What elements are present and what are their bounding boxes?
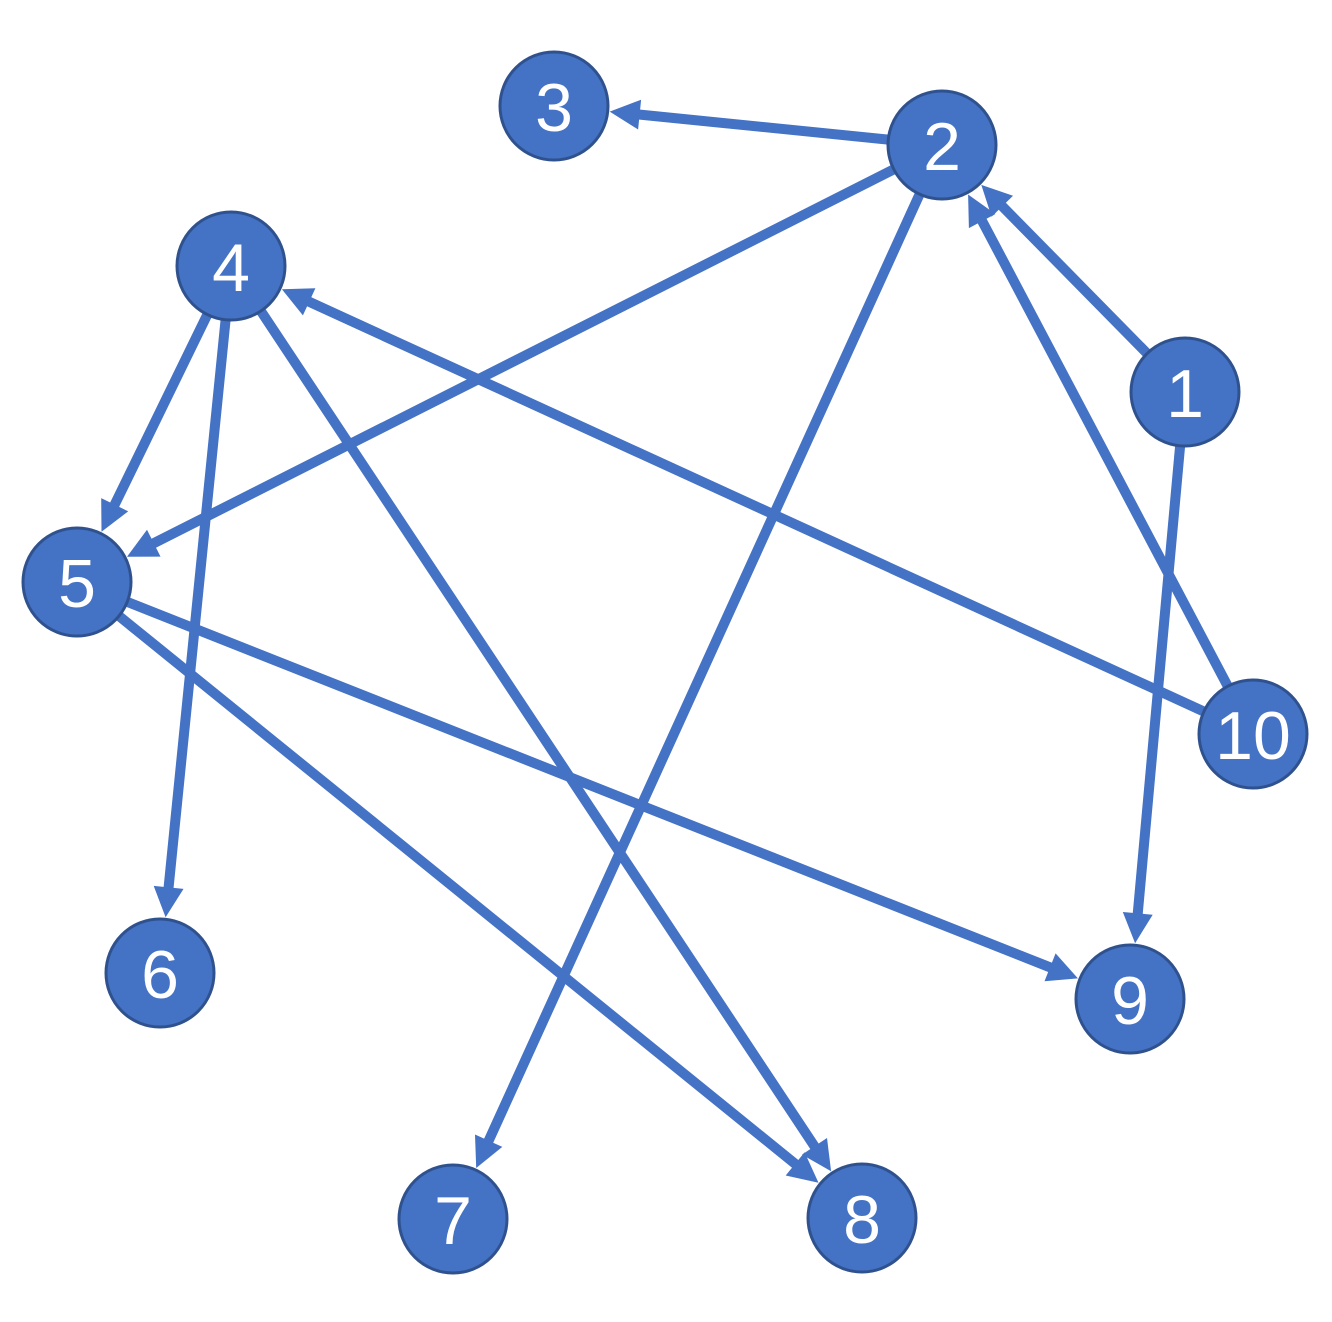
node-4: 4 [175, 210, 287, 322]
arrowhead [127, 529, 161, 557]
edge-line [125, 597, 1054, 973]
edge-line [483, 192, 925, 1145]
node-label: 6 [141, 937, 179, 1013]
arrowhead [101, 498, 129, 532]
arrowhead [802, 1138, 832, 1172]
arrowhead [968, 194, 996, 229]
node-2: 2 [886, 89, 998, 201]
edge-5-to-9 [125, 597, 1078, 982]
edge-5-to-8 [115, 612, 819, 1183]
node-9: 9 [1074, 943, 1186, 1055]
arrowhead [153, 885, 184, 918]
arrowhead [1044, 953, 1078, 982]
edge-line [115, 612, 800, 1170]
edge-4-to-8 [256, 308, 832, 1172]
node-label: 10 [1215, 698, 1291, 774]
node-label: 2 [923, 109, 961, 185]
node-circle [1197, 678, 1309, 790]
node-circle [806, 1162, 918, 1274]
node-5: 5 [21, 526, 133, 638]
edge-1-to-2 [981, 184, 1151, 358]
node-circle [21, 526, 133, 638]
edge-line [997, 201, 1151, 358]
node-8: 8 [806, 1162, 918, 1274]
node-circle [1074, 943, 1186, 1055]
node-6: 6 [104, 917, 216, 1029]
edge-line [637, 109, 889, 145]
edge-2-to-7 [475, 192, 925, 1168]
node-circle [104, 917, 216, 1029]
node-label: 1 [1166, 356, 1204, 432]
node-7: 7 [397, 1163, 509, 1275]
arrowhead [281, 288, 316, 316]
edge-line [976, 216, 1233, 689]
node-circle [498, 50, 610, 162]
node-label: 9 [1111, 963, 1149, 1039]
edge-4-to-6 [153, 319, 231, 918]
edge-line [163, 319, 231, 890]
node-1: 1 [1129, 336, 1241, 448]
node-circle [175, 210, 287, 322]
node-circle [397, 1163, 509, 1275]
node-3: 3 [498, 50, 610, 162]
edge-line [149, 164, 897, 549]
edge-line [256, 308, 820, 1151]
node-label: 4 [212, 230, 250, 306]
arrowhead [785, 1152, 819, 1183]
node-10: 10 [1197, 678, 1309, 790]
arrowhead [475, 1134, 503, 1168]
edge-line [305, 296, 1206, 717]
edge-2-to-5 [127, 164, 897, 557]
node-label: 3 [535, 70, 573, 146]
node-circle [886, 89, 998, 201]
edge-1-to-9 [1122, 445, 1186, 944]
edge-4-to-5 [101, 312, 212, 532]
node-label: 5 [58, 546, 96, 622]
nodes-layer: 1 2 3 4 5 6 7 8 9 10 [21, 50, 1309, 1275]
arrowhead [1122, 912, 1153, 944]
edges-layer [101, 99, 1233, 1183]
arrowhead [609, 99, 642, 130]
node-label: 7 [434, 1183, 472, 1259]
edge-line [109, 312, 212, 509]
edge-2-to-3 [609, 99, 889, 145]
edge-10-to-2 [968, 194, 1233, 689]
arrowhead [981, 184, 1013, 217]
node-circle [1129, 336, 1241, 448]
edge-10-to-4 [281, 288, 1206, 717]
edge-line [1132, 445, 1186, 916]
node-label: 8 [843, 1182, 881, 1258]
